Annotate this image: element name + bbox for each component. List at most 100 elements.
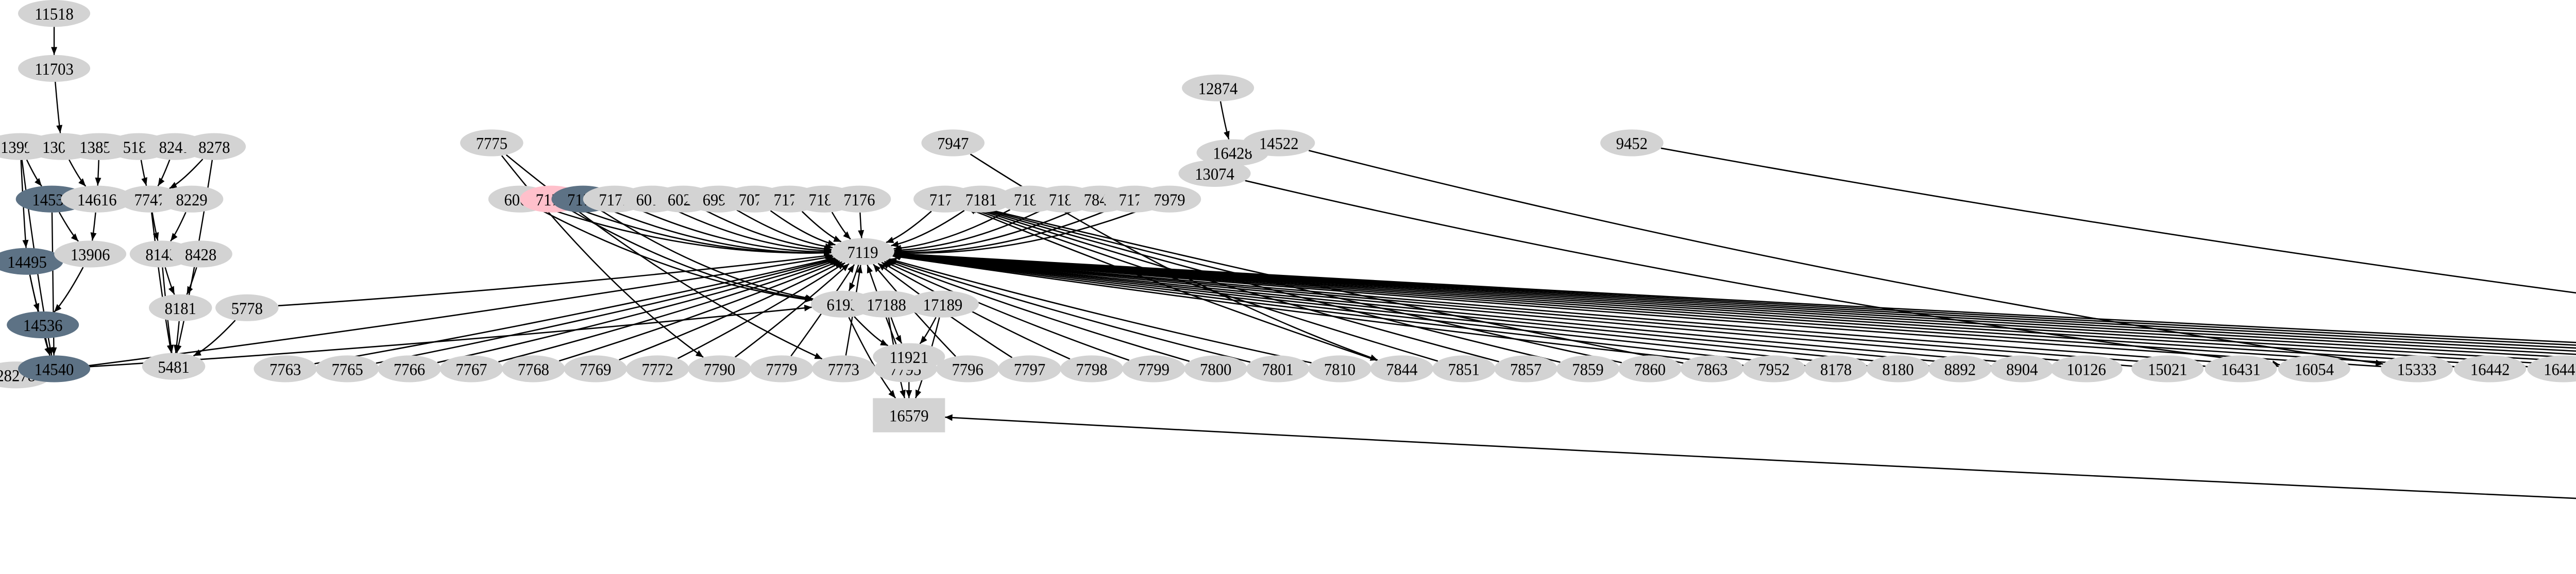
node-shape-17188[interactable] — [850, 290, 923, 318]
graph-node-7863[interactable]: 7863 — [1680, 355, 1744, 382]
node-shape-5778[interactable] — [215, 294, 279, 321]
graph-node-15333[interactable]: 15333 — [2380, 355, 2453, 382]
node-shape-12874[interactable] — [1182, 74, 1255, 101]
graph-node-13906[interactable]: 13906 — [54, 240, 127, 268]
graph-node-7860[interactable]: 7860 — [1618, 355, 1682, 382]
graph-node-7119[interactable]: 7119 — [831, 238, 894, 265]
node-shape-7119[interactable] — [831, 238, 894, 265]
node-shape-14540[interactable] — [18, 355, 91, 382]
graph-node-11518[interactable]: 11518 — [18, 0, 91, 27]
node-shape-7763[interactable] — [253, 355, 317, 382]
node-shape-13074[interactable] — [1178, 160, 1251, 187]
graph-node-7844[interactable]: 7844 — [1370, 355, 1434, 382]
graph-node-7765[interactable]: 7765 — [315, 355, 379, 382]
node-shape-7790[interactable] — [688, 355, 751, 382]
graph-node-7768[interactable]: 7768 — [502, 355, 565, 382]
node-shape-7952[interactable] — [1742, 355, 1806, 382]
node-shape-7799[interactable] — [1122, 355, 1185, 382]
node-shape-11703[interactable] — [18, 55, 91, 82]
node-shape-7800[interactable] — [1184, 355, 1247, 382]
graph-node-8892[interactable]: 8892 — [1928, 355, 1992, 382]
graph-node-7176[interactable]: 7176 — [827, 185, 891, 213]
graph-node-7766[interactable]: 7766 — [378, 355, 441, 382]
graph-node-5778[interactable]: 5778 — [215, 294, 279, 321]
graph-node-7979[interactable]: 7979 — [1138, 185, 1201, 213]
graph-node-7772[interactable]: 7772 — [625, 355, 689, 382]
graph-node-11921[interactable]: 11921 — [873, 343, 945, 370]
graph-node-7800[interactable]: 7800 — [1184, 355, 1247, 382]
node-shape-16431[interactable] — [2205, 355, 2277, 382]
graph-node-7763[interactable]: 7763 — [253, 355, 317, 382]
graph-node-14540[interactable]: 14540 — [18, 355, 91, 382]
graph-node-15021[interactable]: 15021 — [2131, 355, 2204, 382]
node-shape-7766[interactable] — [378, 355, 441, 382]
node-shape-7798[interactable] — [1060, 355, 1124, 382]
node-shape-7801[interactable] — [1246, 355, 1310, 382]
node-shape-9452[interactable] — [1600, 129, 1664, 156]
node-shape-10126[interactable] — [2050, 355, 2123, 382]
graph-node-7779[interactable]: 7779 — [750, 355, 814, 382]
node-shape-8181[interactable] — [148, 294, 212, 321]
graph-node-7767[interactable]: 7767 — [439, 355, 503, 382]
graph-node-7801[interactable]: 7801 — [1246, 355, 1310, 382]
graph-node-7797[interactable]: 7797 — [998, 355, 1061, 382]
graph-node-8181[interactable]: 8181 — [148, 294, 212, 321]
node-shape-14616[interactable] — [61, 185, 133, 213]
node-shape-15021[interactable] — [2131, 355, 2204, 382]
node-shape-7769[interactable] — [564, 355, 628, 382]
node-shape-8229[interactable] — [160, 185, 224, 213]
node-shape-14495[interactable] — [0, 248, 63, 275]
graph-node-8180[interactable]: 8180 — [1866, 355, 1930, 382]
node-shape-16442[interactable] — [2454, 355, 2527, 382]
node-shape-8180[interactable] — [1866, 355, 1930, 382]
graph-node-7773[interactable]: 7773 — [812, 355, 875, 382]
graph-node-9452[interactable]: 9452 — [1600, 129, 1664, 156]
graph-node-7851[interactable]: 7851 — [1432, 355, 1496, 382]
node-shape-7863[interactable] — [1680, 355, 1744, 382]
node-shape-5481[interactable] — [142, 353, 206, 380]
node-shape-8428[interactable] — [169, 240, 232, 268]
graph-node-10126[interactable]: 10126 — [2050, 355, 2123, 382]
node-shape-15333[interactable] — [2380, 355, 2453, 382]
node-shape-17189[interactable] — [906, 290, 979, 318]
graph-node-8278[interactable]: 8278 — [182, 133, 246, 160]
node-shape-8278[interactable] — [182, 133, 246, 160]
node-shape-7859[interactable] — [1556, 355, 1620, 382]
node-shape-7810[interactable] — [1308, 355, 1371, 382]
graph-node-16442[interactable]: 16442 — [2454, 355, 2527, 382]
graph-node-7810[interactable]: 7810 — [1308, 355, 1371, 382]
graph-node-7952[interactable]: 7952 — [1742, 355, 1806, 382]
graph-node-8229[interactable]: 8229 — [160, 185, 224, 213]
node-shape-7765[interactable] — [315, 355, 379, 382]
graph-node-8904[interactable]: 8904 — [1990, 355, 2054, 382]
graph-node-7769[interactable]: 7769 — [564, 355, 628, 382]
graph-node-16579[interactable]: 16579 — [873, 398, 945, 432]
node-shape-7772[interactable] — [625, 355, 689, 382]
graph-node-17189[interactable]: 17189 — [906, 290, 979, 318]
node-shape-7796[interactable] — [936, 355, 999, 382]
graph-node-12874[interactable]: 12874 — [1182, 74, 1255, 101]
node-shape-7768[interactable] — [502, 355, 565, 382]
graph-node-16431[interactable]: 16431 — [2205, 355, 2277, 382]
node-shape-16054[interactable] — [2278, 355, 2350, 382]
graph-node-8178[interactable]: 8178 — [1804, 355, 1868, 382]
node-shape-7947[interactable] — [921, 129, 985, 156]
graph-node-7857[interactable]: 7857 — [1494, 355, 1557, 382]
node-shape-7851[interactable] — [1432, 355, 1496, 382]
node-shape-7181[interactable] — [950, 185, 1013, 213]
node-shape-11518[interactable] — [18, 0, 91, 27]
node-shape-16579[interactable] — [873, 398, 945, 432]
node-shape-7979[interactable] — [1138, 185, 1201, 213]
node-shape-7773[interactable] — [812, 355, 875, 382]
node-shape-8178[interactable] — [1804, 355, 1868, 382]
node-shape-7860[interactable] — [1618, 355, 1682, 382]
graph-node-13074[interactable]: 13074 — [1178, 160, 1251, 187]
node-shape-7844[interactable] — [1370, 355, 1434, 382]
node-shape-16443[interactable] — [2527, 355, 2576, 382]
graph-node-14536[interactable]: 14536 — [7, 311, 79, 339]
node-shape-7767[interactable] — [439, 355, 503, 382]
graph-node-7859[interactable]: 7859 — [1556, 355, 1620, 382]
graph-node-14495[interactable]: 14495 — [0, 248, 63, 275]
graph-node-11703[interactable]: 11703 — [18, 55, 91, 82]
